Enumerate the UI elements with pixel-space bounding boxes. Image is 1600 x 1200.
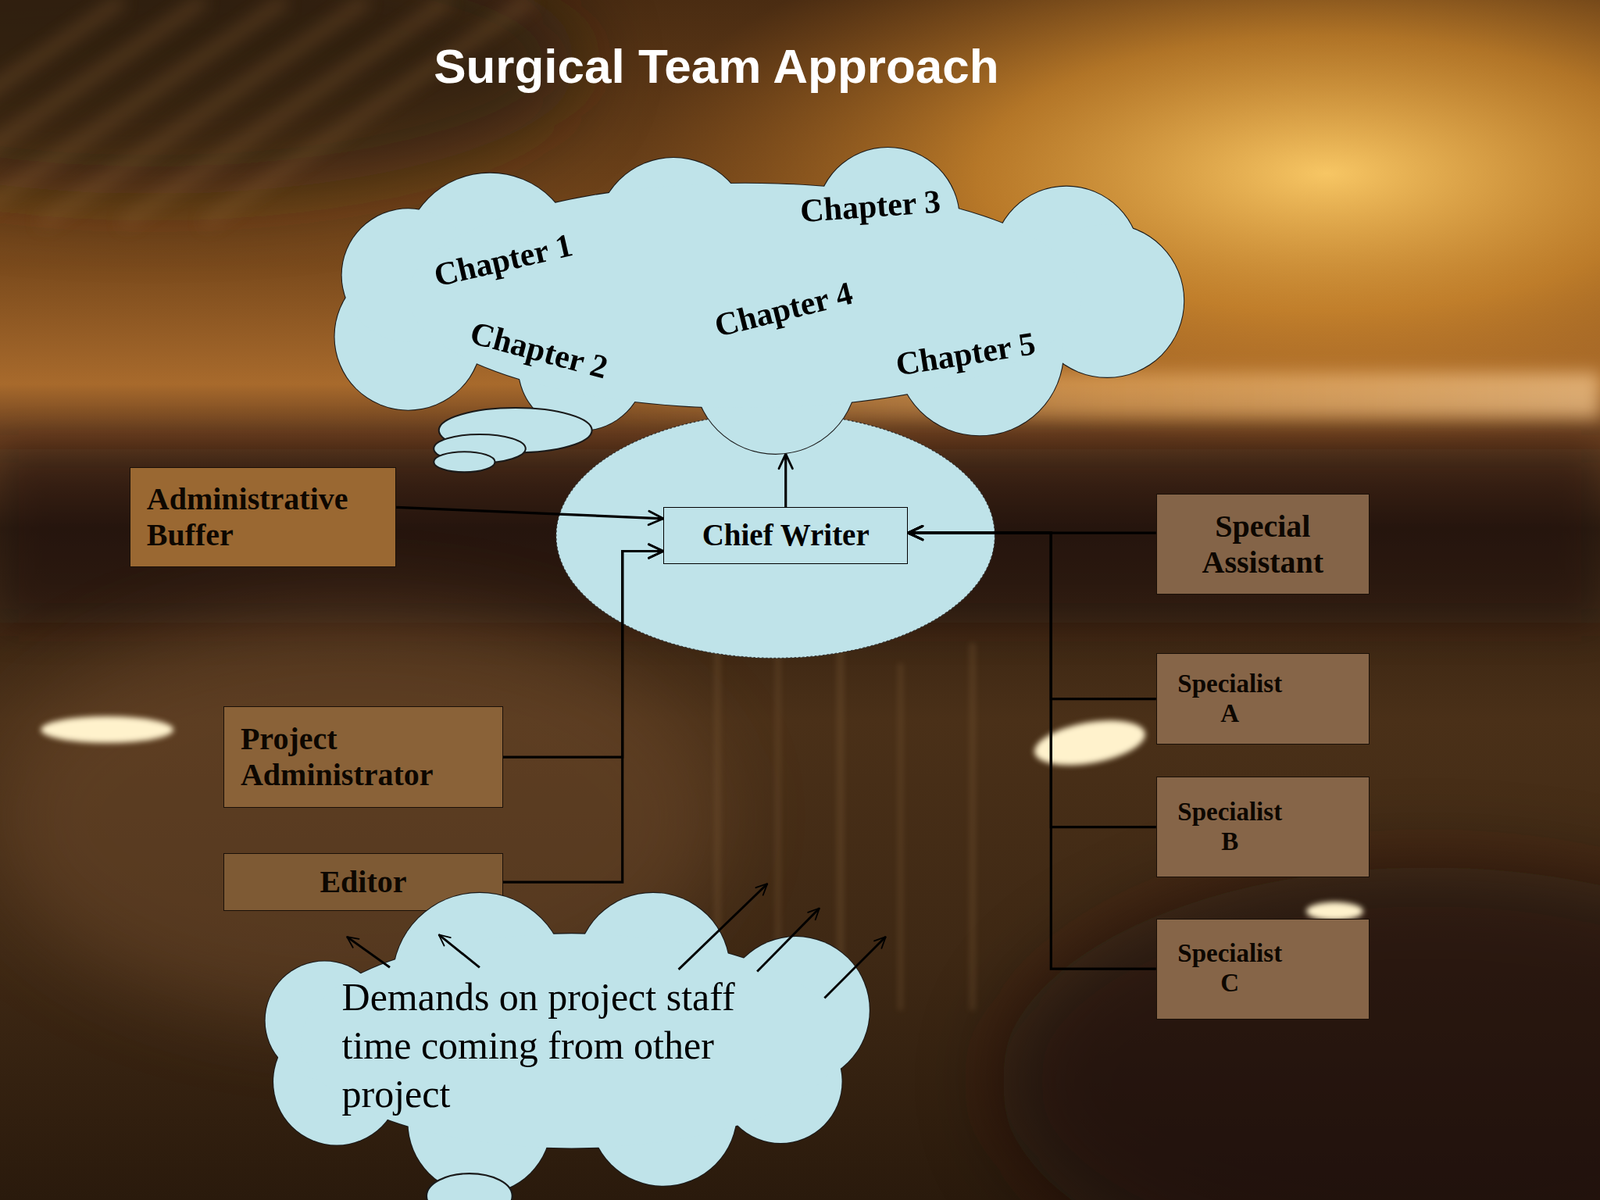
- pressure-arrow: [678, 883, 768, 970]
- connector-line: [907, 532, 1156, 969]
- cloud-body: [300, 933, 842, 1148]
- connector-line: [907, 532, 1156, 700]
- role-label: Chief Writer: [702, 517, 870, 554]
- role-label: Project Administrator: [240, 721, 486, 793]
- role-box: Specialist A: [1156, 653, 1370, 746]
- text-slot: Demands on project staff time coming fro…: [342, 972, 764, 1118]
- role-label: Editor: [319, 864, 407, 900]
- role-box: Specialist C: [1156, 918, 1370, 1020]
- cloud-rim: [265, 892, 870, 1194]
- title-slot: Surgical Team Approach: [169, 35, 1264, 99]
- pressure-arrow: [346, 936, 390, 968]
- connector-line: [907, 532, 1156, 828]
- cloud-body: [407, 183, 1082, 408]
- role-box: Administrative Buffer: [129, 467, 397, 568]
- cloud-body: [300, 933, 842, 1148]
- role-label: Specialist A: [1171, 669, 1289, 729]
- cloud-fill: [334, 147, 1184, 454]
- connector-line: [503, 551, 664, 758]
- role-label: Specialist C: [1171, 939, 1289, 999]
- role-label: Specialist B: [1171, 797, 1289, 858]
- thought-bubble: [426, 1173, 513, 1200]
- pressure-arrow: [824, 936, 886, 998]
- thought-cloud: Demands on project staff time coming fro…: [263, 889, 881, 1200]
- thought-cloud: Chapter 1Chapter 2Chapter 3Chapter 4Chap…: [316, 147, 1184, 479]
- role-box: Special Assistant: [1156, 493, 1370, 595]
- cloud-rim: [334, 147, 1184, 454]
- pressure-arrow: [757, 907, 820, 972]
- connector-line: [784, 453, 787, 508]
- role-box: Specialist B: [1156, 776, 1370, 878]
- thought-bubble: [433, 452, 495, 473]
- diagram-title: Surgical Team Approach: [433, 39, 1000, 93]
- role-label: Special Assistant: [1191, 508, 1335, 581]
- pressure-arrow: [439, 934, 480, 968]
- photo-dark-corner: [1000, 867, 1600, 1200]
- role-box: Project Administrator: [223, 706, 504, 809]
- cloud-body: [407, 183, 1082, 408]
- cloud-text: Demands on project staff time coming fro…: [342, 972, 764, 1118]
- role-label: Administrative Buffer: [146, 481, 379, 554]
- role-box: Chief Writer: [663, 507, 908, 565]
- connector-line: [396, 507, 664, 518]
- connector-line: [503, 551, 664, 883]
- cloud-fill: [265, 892, 870, 1194]
